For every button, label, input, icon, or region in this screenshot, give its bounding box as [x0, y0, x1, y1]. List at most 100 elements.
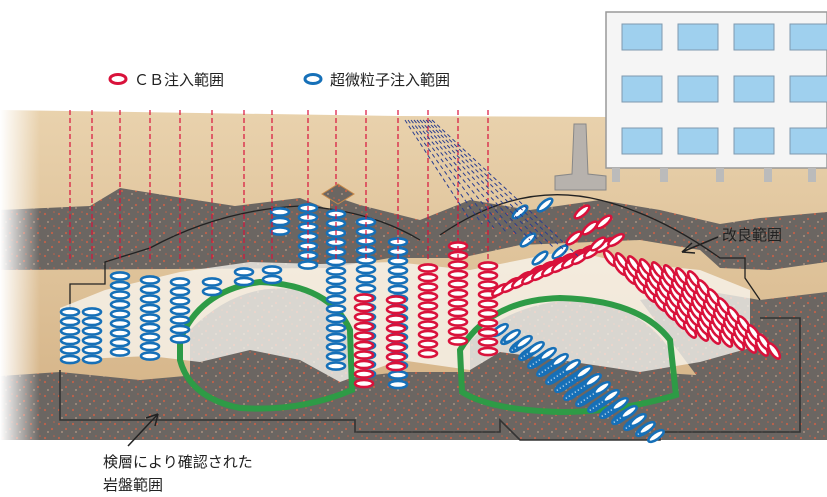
blue-grout-ellipse: [531, 250, 549, 266]
red-grout-ellipse: [607, 232, 625, 248]
blue-grout-ellipse: [139, 294, 161, 304]
retaining-wall: [554, 123, 607, 191]
cb-grout-ellipses: [353, 204, 782, 389]
red-grout-ellipse: [477, 327, 499, 338]
blue-grout-ellipse: [551, 352, 569, 368]
blue-grout-ellipse: [201, 286, 223, 297]
blue-grout-ellipse: [109, 328, 131, 338]
red-grout-ellipse: [353, 331, 375, 341]
blue-grout-ellipse: [169, 315, 191, 325]
blue-grout-ellipse: [269, 226, 291, 236]
blue-grout-ellipse: [325, 323, 347, 333]
blue-grout-ellipse: [519, 232, 537, 248]
red-grout-ellipse: [417, 282, 439, 292]
blue-grout-ellipse: [515, 334, 533, 350]
red-grout-ellipse: [417, 348, 439, 359]
blue-grout-ellipse: [81, 345, 103, 355]
blue-grout-ellipse: [169, 286, 191, 297]
red-grout-ellipse: [385, 295, 407, 305]
blue-grout-ellipse: [59, 307, 81, 317]
red-grout-ellipse: [565, 230, 583, 246]
bedrock-label-line1: 検層により確認された: [103, 453, 253, 471]
legend: ＣＢ注入範囲 超微粒子注入範囲: [108, 71, 450, 89]
blue-grout-ellipse: [593, 380, 611, 396]
blue-grout-ellipse: [169, 334, 191, 344]
red-grout-ellipse: [385, 342, 407, 353]
red-grout-ellipse: [385, 333, 407, 343]
blue-grout-ellipse: [325, 351, 347, 362]
window-pane: [789, 75, 827, 103]
blue-grout-ellipse: [139, 303, 161, 314]
window-pane: [621, 75, 663, 103]
bedrock-outline: [59, 317, 801, 441]
blue-grout-ellipse: [527, 340, 545, 356]
improvement-area-callout: 改良範囲: [681, 226, 782, 254]
blue-grout-ellipse: [109, 290, 131, 300]
building: [605, 11, 827, 182]
blue-grout-ellipse: [620, 404, 638, 420]
blue-grout-ellipse: [139, 351, 161, 361]
red-grout-ellipse: [477, 308, 499, 319]
improvement-area-label: 改良範囲: [722, 226, 782, 244]
tunnel-linings: [177, 278, 680, 416]
blue-grout-ellipse: [59, 326, 81, 336]
blue-grout-ellipse: [169, 305, 191, 316]
blue-grout-ellipse: [169, 296, 191, 306]
red-grout-ellipse: [447, 336, 469, 346]
legend-cb-label: ＣＢ注入範囲: [134, 71, 224, 89]
blue-grout-ellipse: [109, 280, 131, 291]
red-grout-ellipse: [447, 326, 469, 337]
blue-grout-ellipse: [109, 299, 131, 310]
blue-grout-ellipse: [59, 354, 81, 365]
blue-grout-ellipse: [59, 345, 81, 355]
blue-grout-ellipse: [355, 283, 377, 294]
blue-grout-ellipse: [81, 326, 103, 336]
red-grout-ellipse: [447, 317, 469, 327]
red-grout-ellipse: [385, 314, 407, 324]
red-grout-ellipse: [353, 359, 375, 370]
blue-grout-ellipse: [325, 294, 347, 305]
blue-grout-ellipse: [325, 332, 347, 343]
window-pane: [621, 127, 663, 155]
red-grout-ellipse: [447, 260, 469, 270]
blue-grout-ellipse: [325, 304, 347, 314]
red-grout-ellipse: [417, 320, 439, 330]
bedrock-arrow: [127, 413, 159, 447]
red-grout-ellipse: [353, 378, 375, 389]
blue-grout-ellipse: [511, 204, 529, 220]
blue-grout-ellipse: [169, 277, 191, 287]
blue-grout-ellipse: [536, 197, 554, 213]
bedrock-label-line2: 岩盤範囲: [103, 476, 163, 494]
red-grout-ellipse: [573, 204, 591, 220]
legend-ultrafine-label: 超微粒子注入範囲: [330, 71, 450, 89]
red-grout-ellipse: [417, 310, 439, 321]
inclined-borehole-line: [431, 119, 579, 257]
window-pane: [677, 23, 719, 51]
window-pane: [677, 127, 719, 155]
blue-grout-ellipse: [611, 396, 629, 412]
window-pane: [789, 127, 827, 155]
red-grout-ellipse: [353, 340, 375, 351]
red-grout-ellipse: [417, 272, 439, 283]
blue-grout-ellipse: [387, 379, 409, 390]
left-fade: [0, 60, 40, 460]
red-grout-ellipse: [385, 323, 407, 334]
red-grout-ellipse: [417, 263, 439, 273]
blue-grout-ellipse: [81, 307, 103, 317]
red-grout-ellipse: [385, 352, 407, 362]
blue-grout-ellipse: [269, 216, 291, 227]
red-grout-ellipse: [477, 346, 499, 357]
blue-grout-ellipse: [59, 335, 81, 346]
blue-grout-ellipse: [109, 347, 131, 357]
vertical-boreholes: [69, 110, 489, 262]
red-grout-ellipse: [447, 288, 469, 299]
inclined-borehole-line: [428, 119, 567, 253]
inclined-borehole-line: [419, 119, 531, 241]
inclined-boreholes: [404, 119, 579, 257]
red-grout-ellipse: [477, 337, 499, 347]
blue-grout-ellipse: [109, 309, 131, 319]
red-grout-ellipse: [417, 329, 439, 340]
blue-grout-ellipse: [325, 275, 347, 286]
window-pane: [733, 75, 775, 103]
